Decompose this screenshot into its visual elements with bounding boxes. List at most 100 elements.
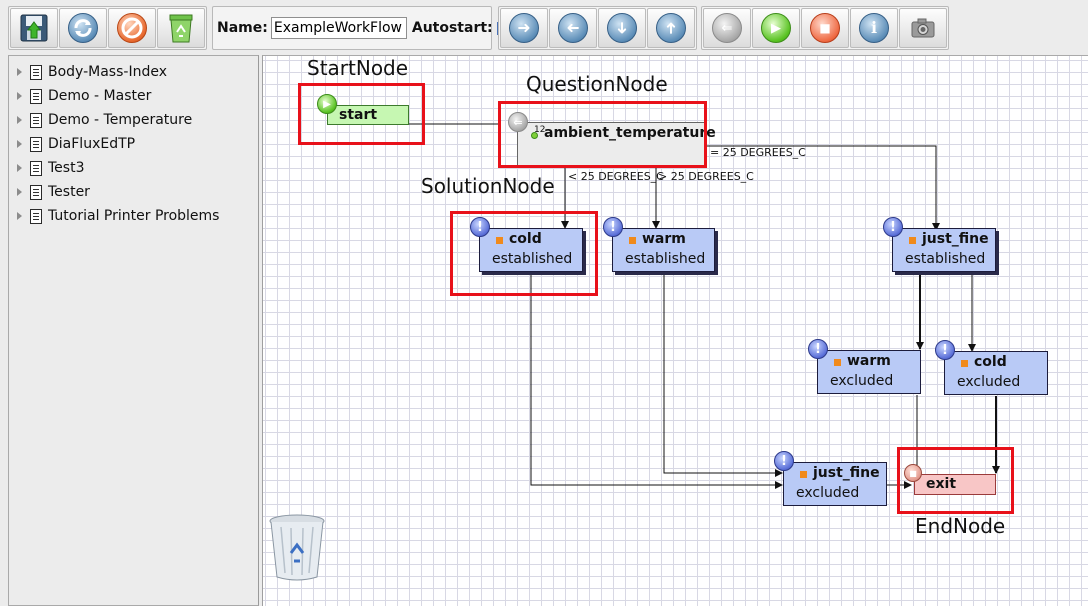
question-node-label: ambient_temperature	[544, 125, 716, 141]
layout-toolbar-group: ➜ ➜ ➜ ➜	[498, 6, 697, 50]
solution-marker-icon	[629, 237, 636, 244]
tree-item-label: DiaFluxEdTP	[48, 136, 136, 152]
solution-node-warm-established[interactable]: warm established	[612, 228, 715, 272]
end-node[interactable]: exit	[914, 474, 996, 495]
arrow-down-icon: ➜	[607, 13, 637, 43]
expand-arrow-icon[interactable]	[17, 188, 22, 196]
tree-item-label: Tester	[48, 184, 90, 200]
question-node-icon: ⇐	[508, 112, 528, 132]
start-node-tool-button[interactable]: ▶	[752, 8, 800, 48]
solution-title: warm	[642, 231, 686, 247]
question-node[interactable]: 12 ambient_temperature	[517, 122, 716, 168]
solution-title: cold	[509, 231, 542, 247]
save-icon	[20, 14, 48, 42]
end-node-label: exit	[926, 476, 957, 492]
refresh-icon	[68, 13, 98, 43]
solution-marker-icon	[834, 359, 841, 366]
condition-greater: > 25 DEGREES_C	[658, 170, 754, 183]
solution-title: cold	[974, 354, 1007, 370]
question-marker: 12	[534, 125, 546, 135]
stop-icon: ■	[904, 464, 922, 482]
condition-less: < 25 DEGREES_C	[568, 170, 664, 183]
tree-item-body-mass-index[interactable]: Body-Mass-Index	[17, 61, 167, 83]
solution-marker-icon	[909, 237, 916, 244]
play-icon: ▶	[317, 94, 337, 114]
exclamation-icon: !	[603, 217, 623, 237]
refresh-button[interactable]	[59, 8, 107, 48]
solution-node-justfine-established[interactable]: just_fine established	[892, 228, 996, 272]
tree-item-test3[interactable]: Test3	[17, 157, 84, 179]
tree-item-tutorial-printer-problems[interactable]: Tutorial Printer Problems	[17, 205, 219, 227]
exclamation-icon: !	[883, 217, 903, 237]
edge-warm-justfine-exc	[663, 275, 783, 477]
workflow-name-input[interactable]	[270, 17, 407, 39]
solution-node-cold-excluded[interactable]: cold excluded	[944, 351, 1048, 395]
solution-marker-icon	[496, 237, 503, 244]
snapshot-button[interactable]	[899, 8, 947, 48]
expand-arrow-icon[interactable]	[17, 68, 22, 76]
tree-item-label: Demo - Master	[48, 88, 152, 104]
solution-title: just_fine	[813, 465, 880, 481]
save-button[interactable]	[10, 8, 58, 48]
align-left-button[interactable]: ➜	[549, 8, 597, 48]
callout-start-node	[298, 83, 425, 145]
align-up-button[interactable]: ➜	[647, 8, 695, 48]
expand-arrow-icon[interactable]	[17, 164, 22, 172]
flowchart-canvas[interactable]: < 25 DEGREES_C > 25 DEGREES_C = 25 DEGRE…	[262, 55, 1088, 606]
solution-status: excluded	[796, 485, 860, 501]
end-node-tool-button[interactable]: ■	[801, 8, 849, 48]
callout-solution-node	[450, 211, 598, 296]
stop-icon: ■	[810, 13, 840, 43]
annotation-end-node: EndNode	[915, 514, 1006, 538]
start-node-label: start	[339, 107, 378, 123]
tree-item-label: Demo - Temperature	[48, 112, 193, 128]
tree-item-label: Test3	[48, 160, 85, 176]
node-toolbar-group: ⇐ ▶ ■ i	[701, 6, 949, 50]
solution-status: excluded	[830, 373, 894, 389]
expand-arrow-icon[interactable]	[17, 92, 22, 100]
name-label: Name:	[217, 20, 268, 36]
start-node[interactable]: start	[327, 105, 409, 125]
condition-equal: = 25 DEGREES_C	[710, 146, 806, 159]
exclamation-icon: !	[808, 339, 828, 359]
solution-status: excluded	[957, 374, 1021, 390]
expand-arrow-icon[interactable]	[17, 140, 22, 148]
align-right-button[interactable]: ➜	[500, 8, 548, 48]
workflow-tree: Body-Mass-Index Demo - Master Demo - Tem…	[8, 55, 259, 606]
solution-status: established	[625, 251, 706, 267]
solution-node-warm-excluded[interactable]: warm excluded	[817, 350, 921, 394]
solution-title: warm	[847, 353, 891, 369]
recycle-button[interactable]	[157, 8, 205, 48]
expand-arrow-icon[interactable]	[17, 212, 22, 220]
document-icon	[30, 64, 42, 80]
arrow-right-icon: ➜	[509, 13, 539, 43]
callout-question-node	[498, 101, 707, 168]
trash-icon[interactable]	[267, 513, 327, 583]
arrow-left-icon: ➜	[558, 13, 588, 43]
align-down-button[interactable]: ➜	[598, 8, 646, 48]
solution-node-cold-established[interactable]: cold established	[479, 228, 583, 272]
document-icon	[30, 184, 42, 200]
camera-icon	[911, 18, 935, 38]
recycle-icon	[169, 14, 193, 43]
solution-status: established	[492, 251, 573, 267]
tree-item-tester[interactable]: Tester	[17, 181, 90, 203]
edge-cold-justfine-exc	[530, 275, 783, 489]
document-icon	[30, 160, 42, 176]
annotation-start-node: StartNode	[307, 56, 409, 80]
workflow-name-group: Name: Autostart:	[212, 6, 499, 50]
tree-item-diafluxedtp[interactable]: DiaFluxEdTP	[17, 133, 135, 155]
expand-arrow-icon[interactable]	[17, 116, 22, 124]
solution-node-justfine-excluded[interactable]: just_fine excluded	[783, 462, 887, 506]
tree-item-demo-master[interactable]: Demo - Master	[17, 85, 151, 107]
info-button[interactable]: i	[850, 8, 898, 48]
question-node-tool-button[interactable]: ⇐	[703, 8, 751, 48]
document-icon	[30, 112, 42, 128]
solution-marker-icon	[800, 471, 807, 478]
solution-marker-icon	[961, 360, 968, 367]
info-icon: i	[859, 13, 889, 43]
tree-item-demo-temperature[interactable]: Demo - Temperature	[17, 109, 192, 131]
exclamation-icon: !	[774, 451, 794, 471]
solution-status: established	[905, 251, 986, 267]
cancel-button[interactable]	[108, 8, 156, 48]
